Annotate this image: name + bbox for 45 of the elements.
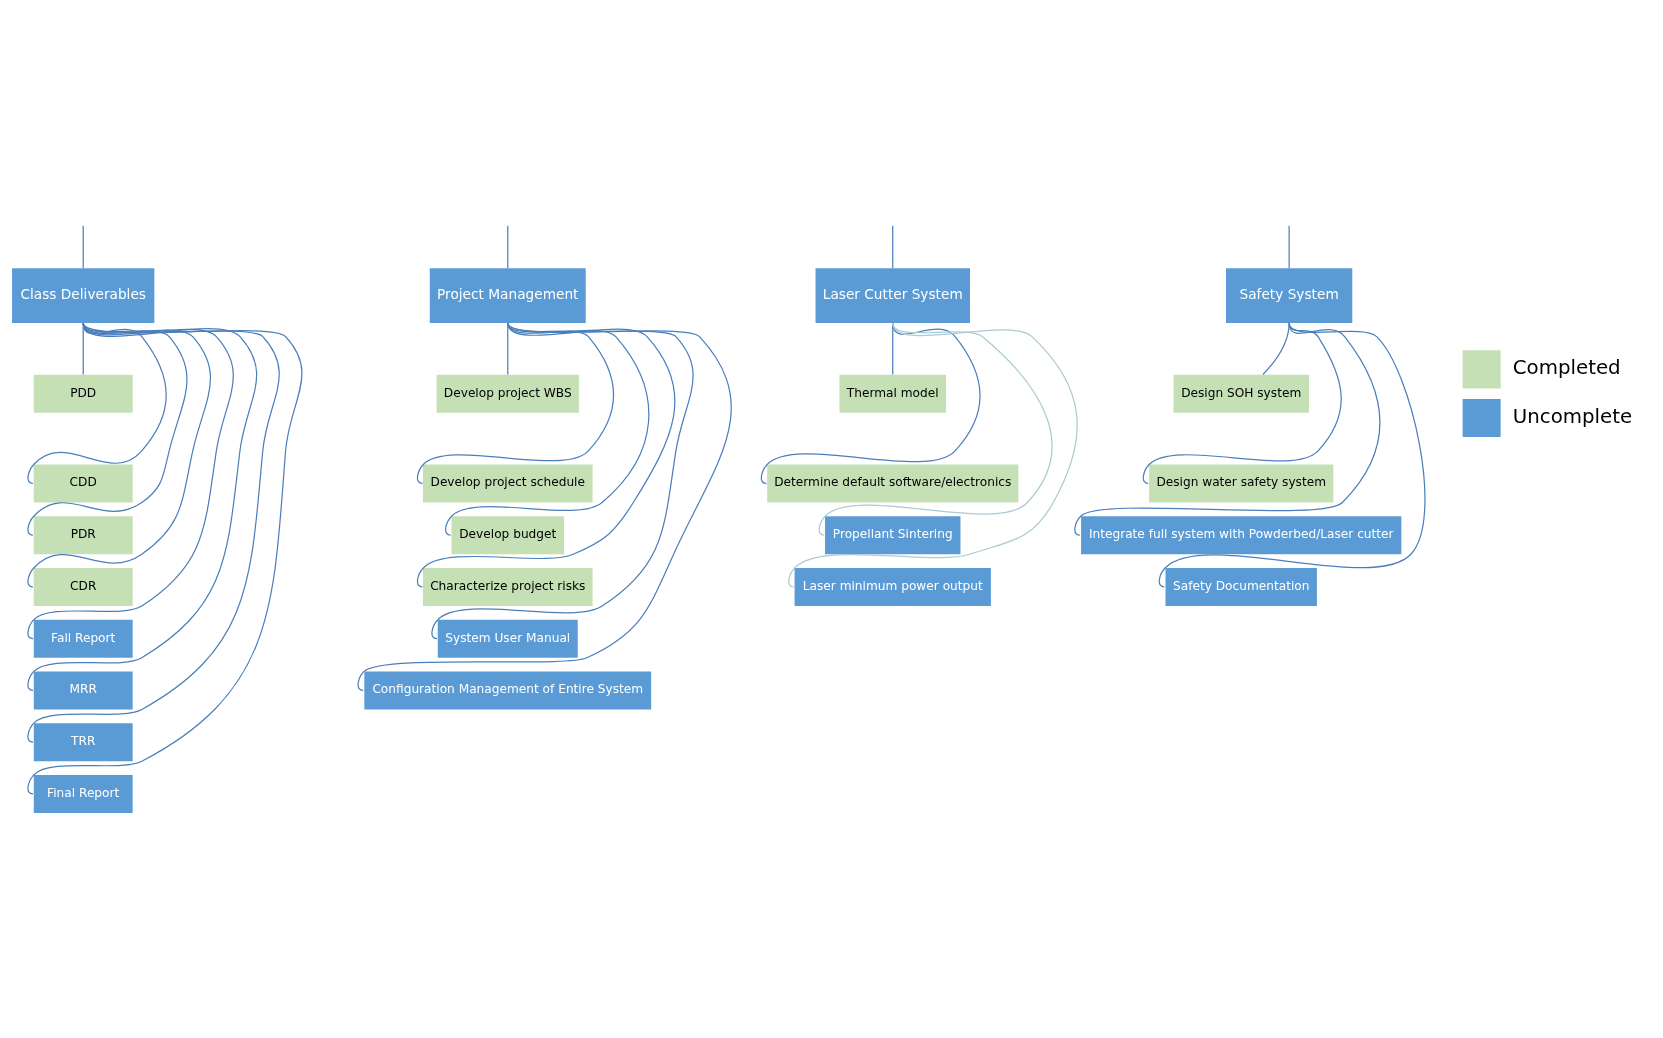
- connector: [1262, 322, 1290, 376]
- node-box: Laser minimum power output: [794, 567, 991, 606]
- node-box: CDD: [33, 464, 133, 503]
- connector: [1142, 322, 1342, 485]
- connector: [27, 322, 280, 743]
- connector: [27, 322, 258, 692]
- node-box: PDR: [33, 516, 133, 555]
- connector: [357, 322, 732, 692]
- connector: [445, 322, 650, 536]
- connector: [788, 322, 1078, 588]
- connector: [82, 225, 84, 269]
- node-box: Safety System: [1226, 268, 1353, 323]
- node-box: Class Deliverables: [12, 268, 155, 323]
- connector: [431, 322, 694, 640]
- node-box: PDD: [33, 374, 133, 413]
- node-box: Develop project WBS: [436, 374, 579, 413]
- connector: [416, 322, 615, 485]
- node-box: Integrate full system with Powderbed/Laser cutter: [1081, 516, 1402, 555]
- node-box: Laser Cutter System: [815, 268, 970, 323]
- node-box: System User Manual: [437, 619, 578, 658]
- legend-label: Uncomplete: [1512, 404, 1633, 428]
- node-box: MRR: [33, 671, 133, 710]
- node-box: Design SOH system: [1173, 374, 1309, 413]
- node-box: Design water safety system: [1149, 464, 1334, 503]
- node-box: Configuration Management of Entire System: [364, 671, 652, 710]
- connector: [507, 225, 509, 269]
- connector: [507, 322, 509, 376]
- node-box: Thermal model: [839, 374, 946, 413]
- connector: [1288, 225, 1290, 269]
- node-box: Develop budget: [451, 516, 565, 555]
- legend-label: Completed: [1512, 356, 1621, 380]
- connector: [1074, 322, 1381, 536]
- node-box: Fall Report: [33, 619, 133, 658]
- node-box: Project Management: [429, 268, 586, 323]
- node-box: Propellant Sintering: [825, 516, 961, 555]
- node-box: Characterize project risks: [422, 567, 593, 606]
- node-box: Safety Documentation: [1165, 567, 1317, 606]
- node-box: Determine default software/electronics: [767, 464, 1019, 503]
- node-box: Develop project schedule: [422, 464, 593, 503]
- connector: [416, 322, 676, 588]
- connector: [892, 225, 894, 269]
- connector: [27, 322, 303, 795]
- node-box: CDR: [33, 567, 133, 606]
- node-box: Final Report: [33, 774, 133, 813]
- node-box: TRR: [33, 723, 133, 762]
